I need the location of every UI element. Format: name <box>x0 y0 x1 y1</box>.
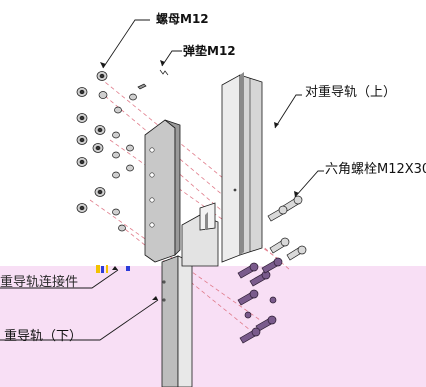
rail-connection-plate <box>144 119 181 263</box>
nuts-and-washers <box>76 71 137 232</box>
hex-bolts-upper <box>267 195 307 261</box>
label-rail-connector: 重导轨连接件 <box>0 275 79 290</box>
label-lower-guide-rail: 重导轨（下） <box>4 329 83 344</box>
leader-lines <box>0 19 324 341</box>
label-hex-bolt-m12x30: 六角螺栓M12X30 <box>325 162 426 177</box>
highlight-band <box>0 266 426 387</box>
label-spring-washer-m12: 弹垫M12 <box>183 44 236 58</box>
spring-washers <box>137 69 169 90</box>
upper-guide-rail <box>221 72 263 263</box>
label-upper-guide-rail: 对重导轨（上） <box>305 85 397 100</box>
color-marks <box>96 265 130 273</box>
lower-guide-rail <box>161 255 193 387</box>
center-connector-plate <box>181 202 219 267</box>
label-nut-m12: 螺母M12 <box>156 12 209 26</box>
hex-bolts-lower <box>237 257 283 344</box>
leader-arrowheads <box>100 60 299 300</box>
